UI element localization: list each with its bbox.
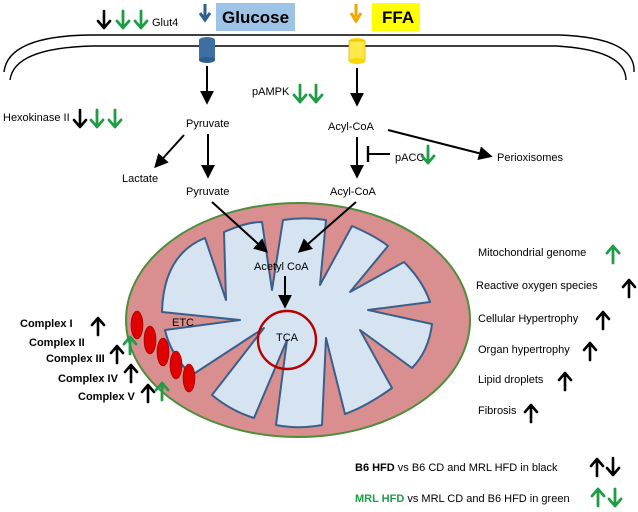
acylcoa-2-label: Acyl-CoA (330, 186, 377, 198)
ffa-transporter-icon (348, 38, 366, 64)
complex-1-black-up-arrow-icon (90, 316, 106, 337)
complex-4-label: Complex IV (58, 373, 119, 385)
organ-hypertrophy-label: Organ hypertrophy (478, 344, 570, 356)
glucose-arrow-icon (198, 4, 212, 23)
etc-complexes (130, 310, 196, 393)
ffa-arrow-icon (349, 4, 363, 24)
legend-black-down-arrow-icon (605, 456, 621, 477)
lactate-label: Lactate (122, 173, 158, 185)
glut4-green-down-arrow-icon (115, 9, 131, 30)
legend-green-up-arrow-icon (590, 487, 606, 508)
hexokinase-green-down-arrow-icon (89, 108, 105, 129)
complex-5-label: Complex V (78, 391, 136, 403)
complex-2-label: Complex II (29, 337, 85, 349)
hexokinase-green-down-arrow-icon-2 (107, 108, 123, 129)
arrow-acylcoa-acetylcoa (297, 201, 357, 253)
ros-black-up-arrow-icon (621, 278, 637, 299)
acylcoa-label: Acyl-CoA (328, 121, 375, 133)
etc-complex-1 (130, 310, 144, 340)
glucose-label: Glucose (222, 8, 289, 27)
ros-label: Reactive oxygen species (476, 280, 598, 292)
complex-3-label: Complex III (46, 353, 105, 365)
hexokinase-label: Hexokinase II (3, 112, 70, 124)
perioxisomes-label: Perioxisomes (497, 152, 564, 164)
cell-membrane-outer (3, 34, 635, 73)
complex-4-black-up-arrow-icon (123, 363, 139, 384)
complex-5-black-up-arrow-icon (140, 383, 156, 404)
legend-mrl-desc: vs MRL CD and B6 HFD in green (404, 493, 569, 505)
ffa-box (372, 3, 420, 31)
legend-black-up-arrow-icon (589, 457, 605, 478)
cell-membrane-inner (9, 45, 627, 81)
acetylcoa-label: Acetyl CoA (254, 261, 309, 273)
legend-mrl-text: MRL HFD vs MRL CD and B6 HFD in green (355, 493, 570, 505)
ffa-label: FFA (382, 8, 414, 27)
glut4-green-down-arrow-icon-2 (133, 9, 149, 30)
mito-genome-label: Mitochondrial genome (478, 247, 586, 259)
cellular-hypertrophy-black-up-arrow-icon (595, 310, 611, 331)
fibrosis-label: Fibrosis (478, 405, 517, 417)
legend-b6-label: B6 HFD (355, 462, 395, 474)
glucose-transporter-icon (199, 37, 215, 63)
arrow-pyruvate-acetylcoa (211, 201, 269, 253)
legend-mrl-label: MRL HFD (355, 493, 404, 505)
complex-2-black-up-arrow-icon (109, 344, 125, 365)
pampk-green-down-arrow-icon-2 (308, 83, 324, 104)
hexokinase-black-down-arrow-icon (72, 108, 88, 129)
glucose-box (216, 3, 295, 31)
cellular-hypertrophy-label: Cellular Hypertrophy (478, 313, 579, 325)
etc-complex-2 (143, 325, 157, 355)
glut4-black-down-arrow-icon (96, 9, 112, 30)
etc-complex-5 (182, 363, 196, 393)
pyruvate-label: Pyruvate (186, 118, 229, 130)
complex-1-label: Complex I (20, 318, 73, 330)
pampk-label: pAMPK (252, 86, 290, 98)
organ-hypertrophy-black-up-arrow-icon (582, 341, 598, 362)
fibrosis-black-up-arrow-icon (523, 403, 539, 424)
glut4-label: Glut4 (152, 17, 178, 29)
etc-complex-4 (169, 350, 183, 380)
legend-b6-desc: vs B6 CD and MRL HFD in black (395, 462, 558, 474)
arrow-pyruvate-lactate (154, 134, 185, 169)
lipid-droplets-label: Lipid droplets (478, 374, 544, 386)
pampk-green-down-arrow-icon (292, 83, 308, 104)
legend-b6-text: B6 HFD vs B6 CD and MRL HFD in black (355, 462, 558, 474)
tca-cycle-circle (256, 309, 318, 371)
mito-genome-green-up-arrow-icon (605, 244, 621, 265)
etc-complex-3 (156, 337, 170, 367)
pacc-label: pACC (395, 152, 424, 164)
arrow-acylcoa-perioxisomes (387, 129, 493, 161)
legend-green-down-arrow-icon (607, 487, 623, 508)
etc-label: ETC (172, 317, 194, 329)
tca-label: TCA (276, 332, 299, 344)
lipid-droplets-black-up-arrow-icon (557, 371, 573, 392)
mitochondrion-cristae (161, 217, 433, 429)
pyruvate-2-label: Pyruvate (186, 186, 229, 198)
